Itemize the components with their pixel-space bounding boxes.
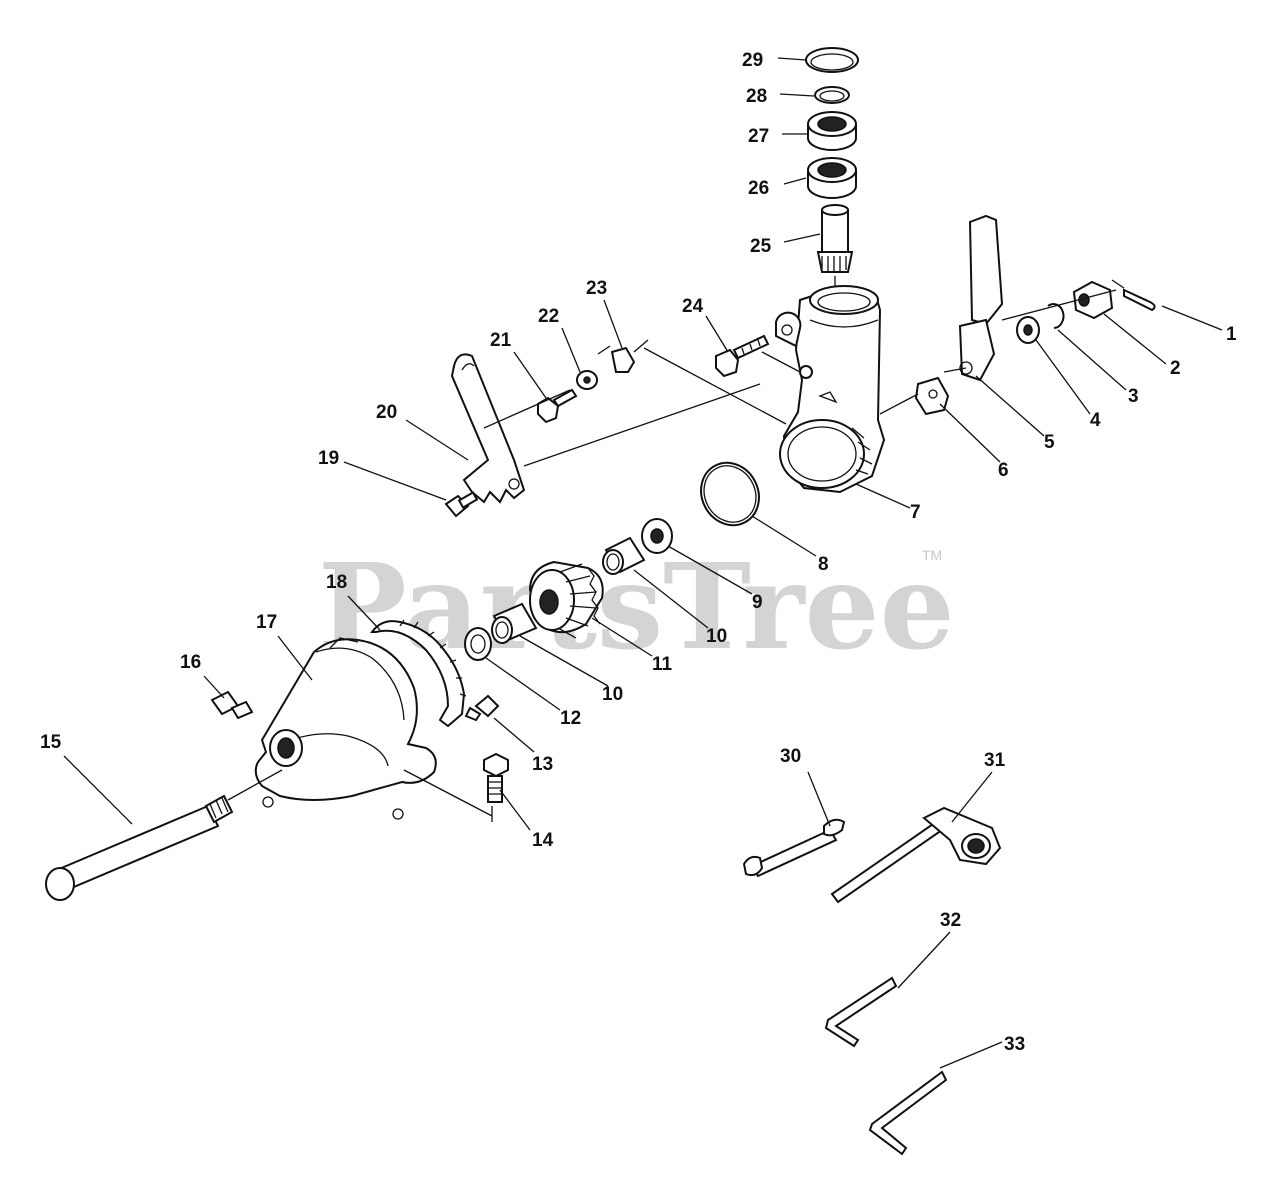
part-25-pinion-shaft — [816, 204, 854, 302]
callout-12: 12 — [560, 708, 581, 729]
callout-31: 31 — [984, 750, 1006, 771]
callout-26: 26 — [748, 178, 769, 199]
part-6-clamp — [914, 376, 950, 416]
callout-7: 7 — [910, 502, 921, 523]
callout-11: 11 — [652, 654, 673, 675]
part-2-nut — [1072, 280, 1114, 320]
callout-25: 25 — [750, 236, 772, 257]
callout-labels: 1 2 3 4 5 6 7 8 9 10 11 12 13 14 15 16 1… — [40, 50, 1237, 1055]
part-3-spring-washer — [1047, 303, 1065, 329]
part-28-ring — [814, 86, 850, 104]
callout-15: 15 — [40, 732, 62, 753]
callout-14: 14 — [532, 830, 554, 851]
part-33-hex-key — [868, 1070, 948, 1156]
part-17-lower-housing — [254, 637, 437, 820]
part-4-washer — [1016, 316, 1040, 344]
callout-22: 22 — [538, 306, 559, 327]
callout-8: 8 — [818, 554, 829, 575]
assembly-lines — [483, 289, 1117, 467]
callout-13: 13 — [532, 754, 553, 775]
callout-10-lower: 10 — [602, 684, 623, 705]
part-13-screw — [464, 694, 500, 722]
leader-lines — [63, 57, 1223, 1069]
part-15-shaft — [45, 769, 283, 901]
callout-32: 32 — [940, 910, 961, 931]
callout-29: 29 — [742, 50, 763, 71]
part-32-hex-key — [824, 976, 898, 1048]
part-11-bevel-gear — [528, 560, 604, 639]
watermark-trademark: TM — [922, 547, 942, 563]
callout-6: 6 — [998, 460, 1009, 481]
callout-16: 16 — [180, 652, 201, 673]
part-30-wrench — [742, 818, 846, 878]
part-21-bolt — [537, 388, 578, 424]
callout-28: 28 — [746, 86, 767, 107]
callout-10-upper: 10 — [706, 626, 727, 647]
part-14-bolt — [403, 752, 509, 822]
callout-4: 4 — [1090, 410, 1101, 431]
callout-3: 3 — [1128, 386, 1139, 407]
callout-24: 24 — [682, 296, 704, 317]
part-10-bearing-upper — [602, 536, 646, 575]
part-23-clip — [597, 339, 649, 373]
part-20-brake-lever — [450, 353, 526, 504]
part-24-bolt — [715, 334, 770, 378]
callout-18: 18 — [326, 572, 347, 593]
callout-9: 9 — [752, 592, 763, 613]
callout-1: 1 — [1226, 324, 1237, 345]
callout-33: 33 — [1004, 1034, 1025, 1055]
callout-21: 21 — [490, 330, 512, 351]
callout-27: 27 — [748, 126, 769, 147]
part-18-gasket — [370, 619, 467, 728]
part-27-bearing — [807, 111, 857, 151]
callout-30: 30 — [780, 746, 801, 767]
part-12-washer — [464, 627, 492, 661]
part-1-pin — [1111, 279, 1156, 312]
part-31-box-wrench — [830, 806, 1002, 904]
part-19-screw — [444, 491, 479, 518]
part-16-grease-nipple — [210, 690, 254, 720]
part-10-bearing-lower — [491, 602, 538, 644]
part-29-snap-ring — [805, 47, 859, 73]
callout-23: 23 — [586, 278, 607, 299]
callout-20: 20 — [376, 402, 397, 423]
callout-19: 19 — [318, 448, 339, 469]
part-7-gear-case — [775, 285, 886, 494]
part-8-o-ring — [700, 461, 760, 527]
part-22-washer — [576, 370, 598, 390]
callout-2: 2 — [1170, 358, 1181, 379]
part-26-bearing — [807, 157, 857, 199]
part-9-washer — [641, 518, 673, 554]
callout-17: 17 — [256, 612, 277, 633]
callout-5: 5 — [1044, 432, 1055, 453]
part-5-lever — [958, 214, 1004, 382]
